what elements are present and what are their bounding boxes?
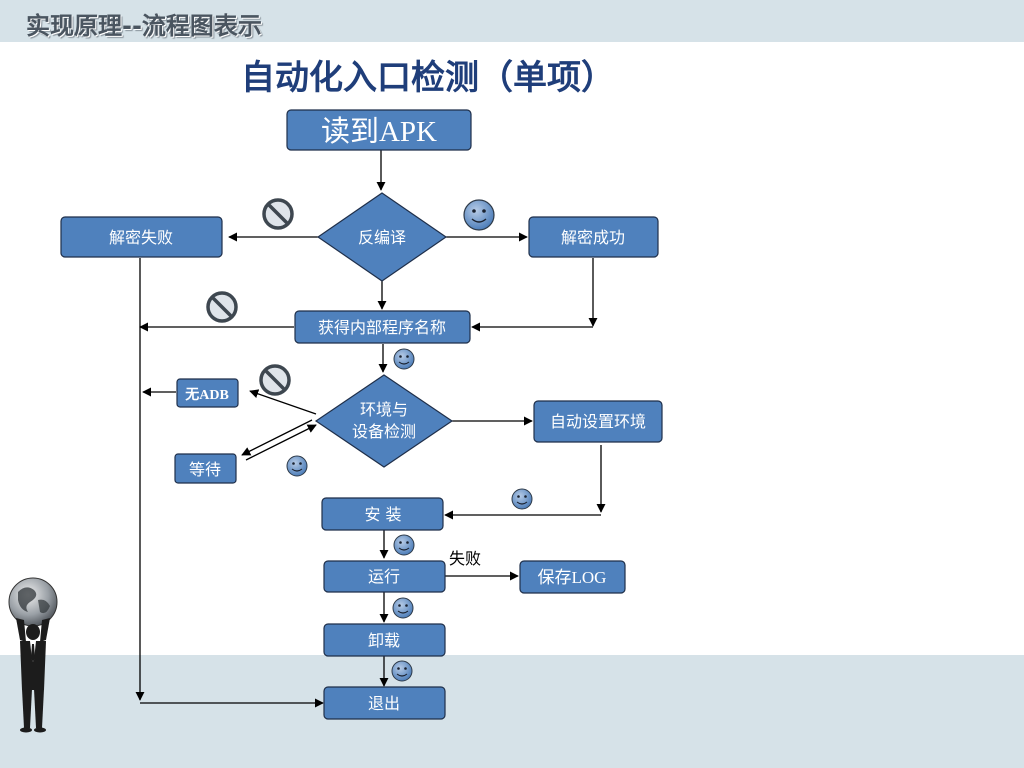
label-env-check-2: 设备检测 [352,422,416,441]
top-band [0,0,1024,42]
node-save-log [519,560,626,594]
label-get-name: 获得内部程序名称 [318,318,446,337]
label-save-log: 保存LOG [538,568,607,587]
smiley-icon [511,488,533,510]
connectors [135,150,606,708]
edge-env-to-wait [241,419,313,456]
edge-label-fail: 失败 [449,549,481,568]
node-no-adb [176,378,239,408]
smiley-icon [393,534,415,556]
node-install [321,497,444,531]
label-decrypt-fail: 解密失败 [109,228,173,247]
no-entry-icon [206,291,238,323]
label-uninstall: 卸载 [368,631,400,650]
node-decompile [316,192,448,282]
label-no-adb: 无ADB [184,387,229,403]
no-entry-icons [206,198,294,396]
label-run: 运行 [368,567,400,586]
label-wait: 等待 [189,460,221,479]
node-decrypt-success [528,216,659,258]
node-decrypt-fail [60,216,223,258]
label-exit: 退出 [368,694,400,713]
node-env-check [314,374,454,468]
node-get-name [294,310,471,344]
label-auto-env: 自动设置环境 [550,412,646,431]
smiley-icon [286,455,308,477]
globe-businessman-icon [8,577,58,733]
smiley-icon [392,597,414,619]
smiley-icons [286,199,533,682]
no-entry-icon [259,364,291,396]
node-auto-env [533,400,663,443]
node-read-apk [286,109,472,151]
label-read-apk: 读到APK [321,115,437,148]
node-uninstall [323,623,446,657]
edge-wait-to-env [245,424,317,461]
label-install: 安 装 [364,505,401,524]
label-decrypt-success: 解密成功 [561,228,625,247]
edge-env-to-noadb [249,389,317,415]
no-entry-icon [262,198,294,230]
label-decompile: 反编译 [358,228,406,247]
bottom-band [0,655,1024,768]
smiley-icon [393,348,415,370]
smiley-icon [463,199,495,231]
section-title: 实现原理--流程图表示 [26,12,262,40]
page-title: 自动化入口检测（单项） [241,58,615,98]
node-wait [174,453,237,484]
smiley-icon [391,660,413,682]
node-exit [323,686,446,720]
label-env-check-1: 环境与 [360,400,408,419]
node-run [323,560,446,593]
